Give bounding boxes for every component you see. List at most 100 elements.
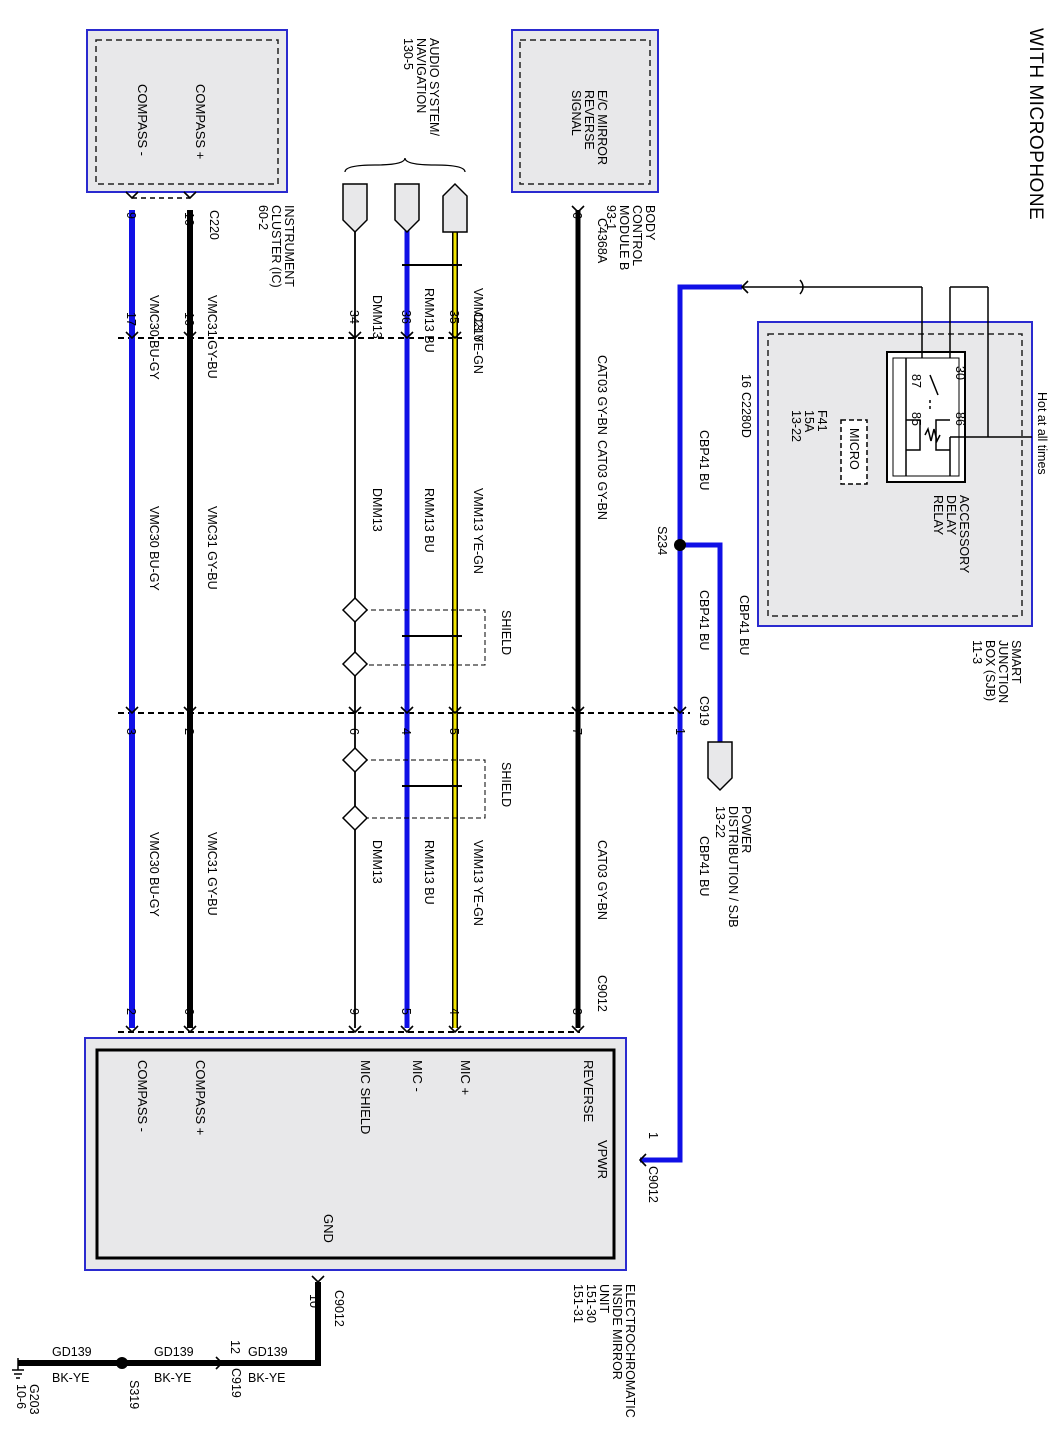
- ground-icon: [12, 1369, 24, 1379]
- wire-label-rmm13-2: RMM13 BU: [422, 488, 436, 553]
- svg-text:DELAY: DELAY: [944, 495, 958, 536]
- audio-connector-shape-2: [394, 183, 420, 234]
- wire-label-dmm13-2: DMM13: [370, 488, 384, 532]
- c9012-pin-9: 9: [347, 1008, 361, 1015]
- c9012-pin-5: 5: [399, 1008, 413, 1015]
- c2280d-name: C2280D: [739, 392, 753, 438]
- connector-tick-7: [448, 331, 462, 340]
- c919-pin-3: 3: [124, 728, 138, 735]
- svg-text:JUNCTION: JUNCTION: [996, 640, 1010, 703]
- c220-pin-9: 9: [124, 212, 138, 219]
- wire-label-rmm13-1: RMM13 BU: [422, 288, 436, 353]
- c9012-pin-3: 3: [570, 1008, 584, 1015]
- svg-text:93-1: 93-1: [604, 205, 618, 230]
- wire-label-cbp41-branch: CBP41 BU: [737, 595, 751, 655]
- svg-text:F41: F41: [815, 410, 829, 432]
- svg-text:CONTROL: CONTROL: [630, 205, 644, 266]
- svg-text:DISTRIBUTION / SJB: DISTRIBUTION / SJB: [726, 806, 740, 928]
- audio-brace: [344, 157, 466, 173]
- bcm-label: BODY CONTROL MODULE B 93-1: [604, 205, 657, 270]
- connector-tick-0: [125, 191, 139, 200]
- connector-tick-10: [348, 706, 362, 715]
- relay-label: ACCESSORY DELAY RELAY: [931, 495, 971, 574]
- ground-g203-label: G203 10-6: [14, 1384, 41, 1415]
- wire-color-gd139-3: BK-YE: [52, 1371, 90, 1385]
- wire-label-dmm13-3: DMM13: [370, 840, 384, 884]
- relay-pin-86: 86: [953, 412, 967, 426]
- wire-cbp41-branch: [680, 542, 723, 742]
- c220-pin-10: 10: [182, 212, 196, 226]
- audio-label: AUDIO SYSTEM/ NAVIGATION 130-5: [401, 38, 441, 136]
- splice-s234: [674, 539, 686, 551]
- splice-s234-label: S234: [655, 526, 669, 555]
- wire-label-vmc31-1: VMC31 GY-BU: [205, 295, 219, 379]
- mirror-inner: [95, 1048, 616, 1260]
- mirror-module: [84, 1037, 627, 1271]
- svg-text:CLUSTER (IC): CLUSTER (IC): [269, 205, 283, 288]
- ic-pin-compass-plus: COMPASS +: [193, 84, 208, 159]
- shield-diamond-4: [341, 804, 369, 832]
- c919-name: C919: [697, 696, 711, 726]
- svg-text:MODULE B: MODULE B: [617, 205, 631, 270]
- mirror-label: ELECTROCHROMATIC INSIDE MIRROR UNIT 151-…: [571, 1284, 637, 1418]
- c9012-pin-2: 2: [124, 1008, 138, 1015]
- svg-text:ELECTROCHROMATIC: ELECTROCHROMATIC: [623, 1284, 637, 1418]
- c9012-gnd-name: C9012: [332, 1290, 346, 1327]
- svg-text:60-2: 60-2: [256, 205, 270, 230]
- bcm-signal-label: E/C MIRROR REVERSE SIGNAL: [569, 90, 609, 165]
- svg-text:AUDIO SYSTEM/: AUDIO SYSTEM/: [427, 38, 441, 136]
- sjb-label: SMART JUNCTION BOX (SJB) 11-3: [970, 640, 1023, 703]
- connector-tick-13: [571, 706, 585, 715]
- c919-gnd-tick: [215, 1356, 224, 1370]
- relay-pin-85: 85: [909, 412, 923, 426]
- ic-pin-compass-minus: COMPASS -: [135, 84, 150, 156]
- connector-tick-8: [125, 706, 139, 715]
- power-distribution-label: POWER DISTRIBUTION / SJB 13-22: [713, 806, 753, 928]
- connector-tick-12: [448, 706, 462, 715]
- c2280d-pin: 16: [739, 374, 753, 388]
- ic-inner-dashed: [95, 39, 279, 185]
- c210-pin-36: 36: [399, 310, 413, 324]
- svg-text:10-6: 10-6: [14, 1384, 28, 1409]
- connector-tick-14: [673, 706, 687, 715]
- svg-text:13-22: 13-22: [789, 410, 803, 442]
- svg-text:G203: G203: [27, 1384, 41, 1415]
- connector-tick-1: [183, 191, 197, 200]
- relay-pin-30: 30: [953, 366, 967, 380]
- connector-tick-20: [571, 1025, 585, 1034]
- svg-text:ACCESSORY: ACCESSORY: [957, 495, 971, 574]
- mirror-pin-mic-shield: MIC SHIELD: [358, 1060, 373, 1134]
- c919-gnd-pin: 12: [228, 1340, 242, 1354]
- connector-tick-2: [571, 205, 585, 214]
- connector-tick-19: [448, 1025, 462, 1034]
- connector-arrow-ticks: [125, 191, 749, 1370]
- ic-module: [86, 29, 288, 193]
- svg-text:130-5: 130-5: [401, 38, 415, 70]
- bcm-module: [511, 29, 659, 193]
- page-title: WITH MICROPHONE: [1025, 28, 1046, 220]
- shield-diamond-1: [341, 596, 369, 624]
- c210-pin-34: 34: [347, 310, 361, 324]
- wire-label-cat03-3: CAT03 GY-BN: [595, 840, 609, 920]
- connector-tick-21: [311, 1275, 325, 1284]
- shield-label-2: SHIELD: [499, 762, 513, 807]
- bcm-inner-dashed: [519, 39, 651, 185]
- hot-at-all-times-label: Hot at all times: [1035, 392, 1049, 475]
- wire-label-gd139-2: GD139: [154, 1345, 194, 1359]
- svg-text:SMART: SMART: [1009, 640, 1023, 684]
- wire-label-gd139-3: GD139: [52, 1345, 92, 1359]
- c919-pin-5: 5: [447, 728, 461, 735]
- svg-text:SIGNAL: SIGNAL: [569, 90, 583, 136]
- c2280d-tick: [740, 280, 749, 294]
- svg-text:BODY: BODY: [643, 205, 657, 241]
- svg-text:11-3: 11-3: [970, 640, 984, 664]
- wire-label-gd139-1: GD139: [248, 1345, 288, 1359]
- c210-pin-17: 17: [124, 312, 138, 326]
- shield-diamond-2: [341, 650, 369, 678]
- accessory-delay-relay: [886, 351, 966, 483]
- c919-pin-6: 6: [347, 728, 361, 735]
- svg-text:13-22: 13-22: [713, 806, 727, 838]
- c9012-pin-6: 6: [182, 1008, 196, 1015]
- relay-pin-87: 87: [909, 374, 923, 388]
